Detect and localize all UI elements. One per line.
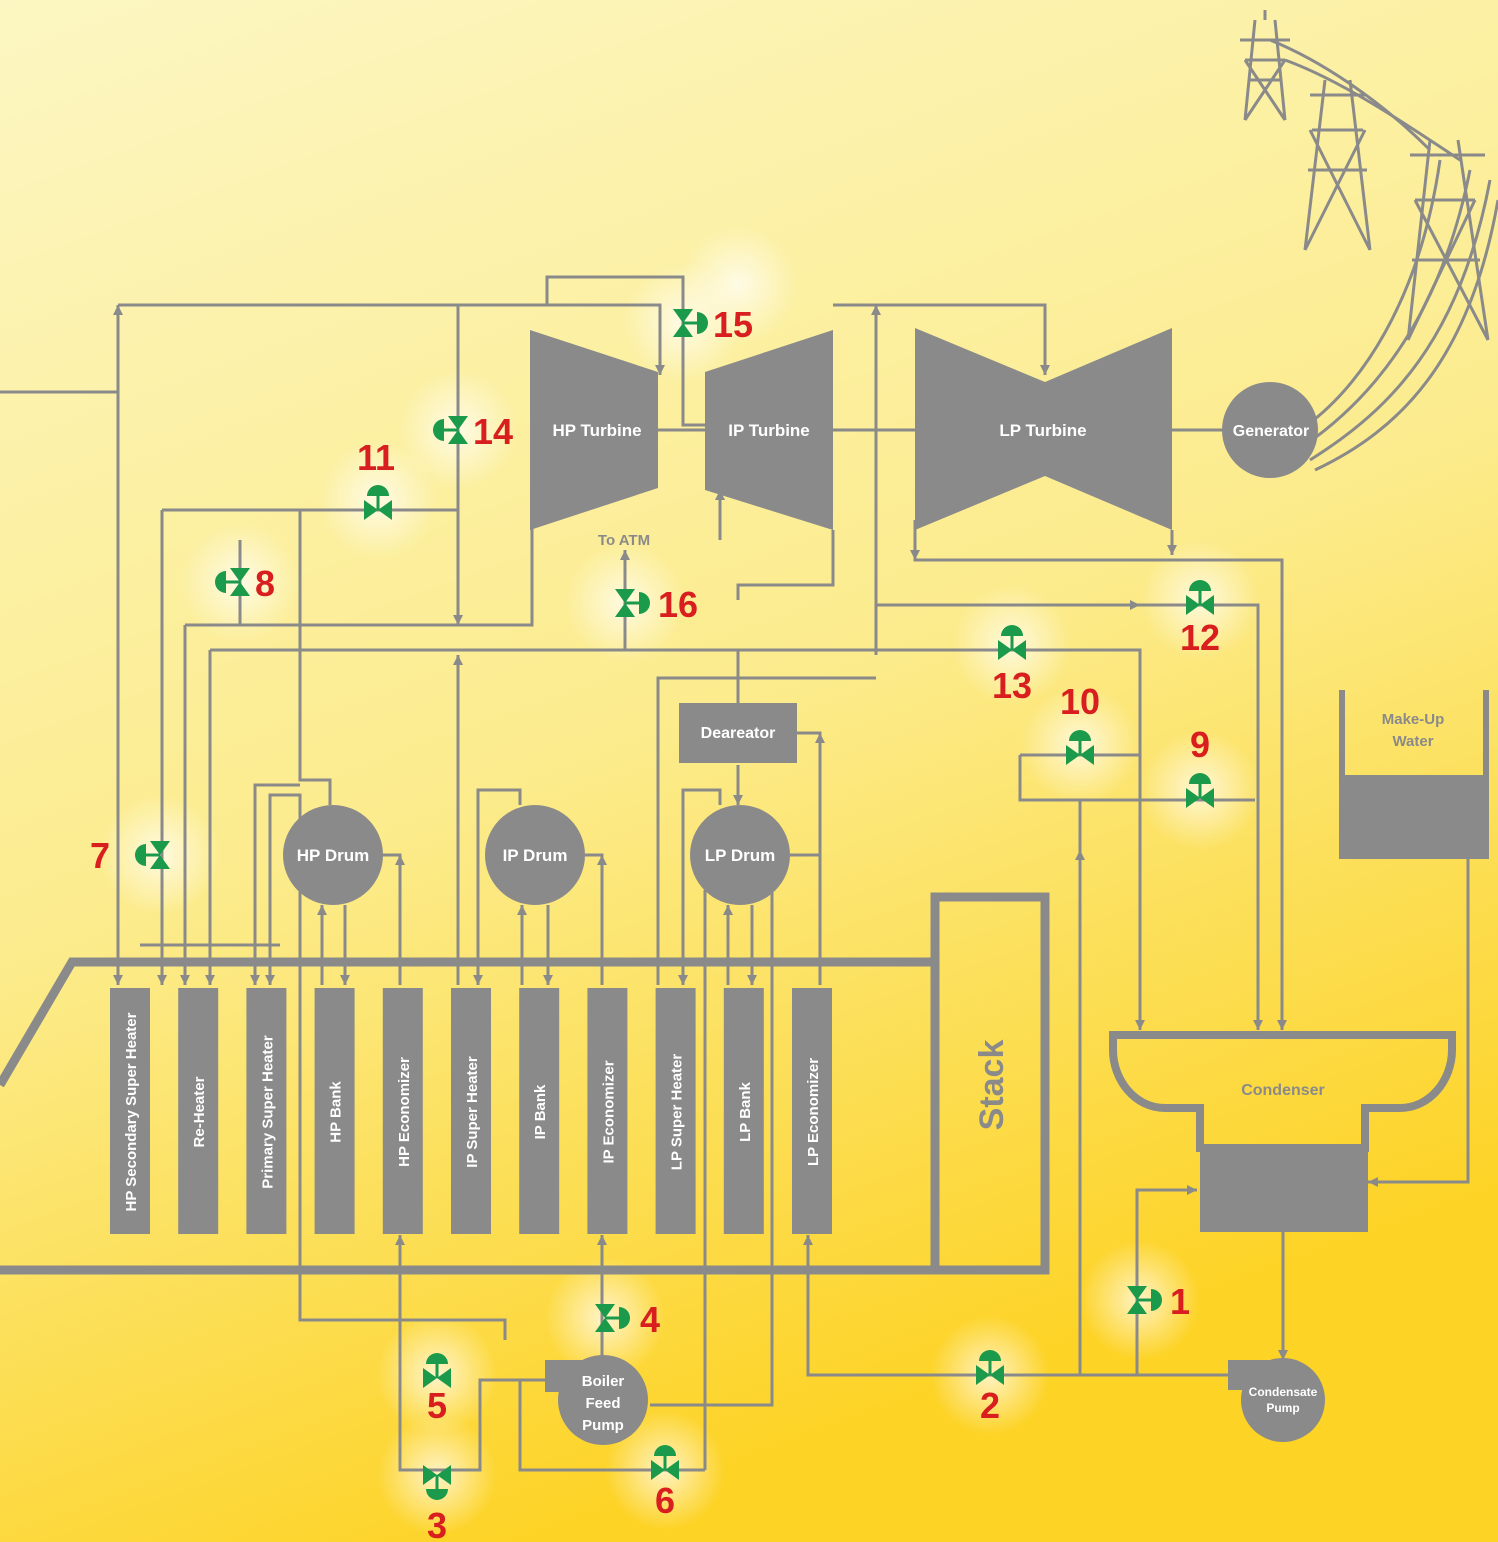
stack-label: Stack bbox=[973, 1040, 1011, 1131]
boiler-feed-pump-label-3: Pump bbox=[582, 1417, 624, 1434]
hrsg-section-lp-super-heater: LP Super Heater bbox=[655, 988, 696, 1234]
valve-15[interactable]: 15 bbox=[673, 304, 753, 345]
deareator-label: Deareator bbox=[701, 725, 776, 742]
valve-12-number: 12 bbox=[1180, 617, 1220, 658]
hp-drum-label: HP Drum bbox=[297, 846, 369, 865]
makeup-water-tank: Make-Up Water bbox=[1339, 690, 1489, 859]
valves: 1 2 3 4 5 6 7 8 9 10 11 12 13 14 15 bbox=[90, 304, 1220, 1542]
hrsg-section-label: Primary Super Heater bbox=[259, 1035, 276, 1189]
hrsg-section-label: IP Bank bbox=[532, 1084, 549, 1139]
hrsg-section-lp-bank: LP Bank bbox=[723, 988, 764, 1234]
lp-turbine: LP Turbine bbox=[915, 328, 1172, 530]
valve-2[interactable]: 2 bbox=[976, 1350, 1004, 1426]
generator: Generator bbox=[1222, 382, 1318, 478]
valve-12[interactable]: 12 bbox=[1180, 580, 1220, 658]
condensate-pump-label-1: Condensate bbox=[1249, 1385, 1318, 1399]
valve-5-number: 5 bbox=[427, 1385, 447, 1426]
hrsg-sections: HP Secondary Super Heater Re-Heater Primar… bbox=[110, 988, 832, 1234]
hrsg-section-hp-secondary-super-heater: HP Secondary Super Heater bbox=[110, 988, 150, 1234]
hrsg-section-label: LP Super Heater bbox=[669, 1054, 686, 1171]
ip-drum: IP Drum bbox=[485, 805, 585, 905]
condensate-pump-label-2: Pump bbox=[1266, 1401, 1299, 1415]
valve-9-number: 9 bbox=[1190, 724, 1210, 765]
hp-turbine: HP Turbine bbox=[530, 330, 658, 530]
valve-6-number: 6 bbox=[655, 1480, 675, 1521]
valve-3[interactable]: 3 bbox=[423, 1465, 451, 1542]
ip-drum-label: IP Drum bbox=[503, 846, 568, 865]
valve-6[interactable]: 6 bbox=[651, 1445, 679, 1521]
condenser: Condenser bbox=[1109, 1031, 1456, 1232]
lp-drum: LP Drum bbox=[690, 805, 790, 905]
ip-turbine-label: IP Turbine bbox=[728, 421, 810, 440]
hrsg-section-label: HP Economizer bbox=[396, 1057, 413, 1167]
valve-1[interactable]: 1 bbox=[1127, 1281, 1190, 1322]
valve-10[interactable]: 10 bbox=[1060, 681, 1100, 765]
generator-label: Generator bbox=[1233, 423, 1309, 440]
hrsg-section-hp-economizer: HP Economizer bbox=[382, 988, 423, 1234]
valve-11-number: 11 bbox=[357, 437, 395, 478]
transmission-towers bbox=[1240, 10, 1498, 472]
pipework bbox=[0, 275, 1470, 1472]
hrsg-section-label: HP Bank bbox=[328, 1081, 345, 1143]
hrsg-section-label: Re-Heater bbox=[191, 1076, 208, 1147]
hrsg-section-label: HP Secondary Super Heater bbox=[123, 1012, 140, 1211]
valve-4[interactable]: 4 bbox=[595, 1299, 660, 1340]
valve-16[interactable]: 16 bbox=[615, 584, 698, 625]
boiler-feed-pump-label-2: Feed bbox=[585, 1395, 620, 1412]
valve-2-number: 2 bbox=[980, 1385, 1000, 1426]
boiler-feed-pump: Boiler Feed Pump bbox=[545, 1355, 648, 1445]
hrsg-section-hp-bank: HP Bank bbox=[314, 988, 355, 1234]
valve-15-number: 15 bbox=[713, 304, 753, 345]
lp-turbine-label: LP Turbine bbox=[999, 421, 1086, 440]
hrsg-section-ip-bank: IP Bank bbox=[519, 988, 560, 1234]
hp-drum: HP Drum bbox=[283, 805, 383, 905]
valve-glows bbox=[100, 225, 1260, 1535]
to-atm-label: To ATM bbox=[598, 532, 650, 549]
valve-8[interactable]: 8 bbox=[215, 563, 275, 604]
valve-11[interactable]: 11 bbox=[357, 437, 395, 520]
hrsg-casing bbox=[0, 892, 1050, 1275]
flow-arrows bbox=[113, 305, 1378, 1360]
valve-10-number: 10 bbox=[1060, 681, 1100, 722]
valve-8-number: 8 bbox=[255, 563, 275, 604]
valve-9[interactable]: 9 bbox=[1186, 724, 1214, 808]
hrsg-section-ip-economizer: IP Economizer bbox=[587, 988, 628, 1234]
ip-turbine: IP Turbine bbox=[705, 330, 833, 530]
hrsg-section-primary-super-heater: Primary Super Heater bbox=[246, 988, 287, 1234]
valve-7-number: 7 bbox=[90, 835, 110, 876]
hp-turbine-label: HP Turbine bbox=[552, 421, 641, 440]
makeup-water-label-1: Make-Up bbox=[1382, 711, 1445, 728]
lp-drum-label: LP Drum bbox=[705, 846, 776, 865]
valve-14[interactable]: 14 bbox=[433, 411, 513, 452]
condenser-label: Condenser bbox=[1241, 1082, 1325, 1099]
hrsg-section-label: LP Economizer bbox=[805, 1058, 822, 1166]
valve-16-number: 16 bbox=[658, 584, 698, 625]
valve-13[interactable]: 13 bbox=[992, 625, 1032, 706]
valve-5[interactable]: 5 bbox=[423, 1353, 451, 1426]
hrsg-section-label: LP Bank bbox=[737, 1081, 754, 1141]
deareator: Deareator bbox=[679, 703, 797, 763]
hrsg-section-lp-economizer: LP Economizer bbox=[792, 988, 832, 1234]
hrsg-section-label: IP Super Heater bbox=[464, 1056, 481, 1168]
valve-13-number: 13 bbox=[992, 665, 1032, 706]
valve-4-number: 4 bbox=[640, 1299, 660, 1340]
valve-1-number: 1 bbox=[1170, 1281, 1190, 1322]
makeup-water-label-2: Water bbox=[1392, 733, 1433, 750]
hrsg-section-re-heater: Re-Heater bbox=[178, 988, 219, 1234]
valve-14-number: 14 bbox=[473, 411, 513, 452]
hrsg-section-ip-super-heater: IP Super Heater bbox=[451, 988, 491, 1234]
boiler-feed-pump-label-1: Boiler bbox=[582, 1373, 625, 1390]
valve-7[interactable]: 7 bbox=[90, 835, 170, 876]
condensate-pump: Condensate Pump bbox=[1228, 1358, 1325, 1442]
hrsg-section-label: IP Economizer bbox=[600, 1060, 617, 1163]
valve-3-number: 3 bbox=[427, 1505, 447, 1542]
